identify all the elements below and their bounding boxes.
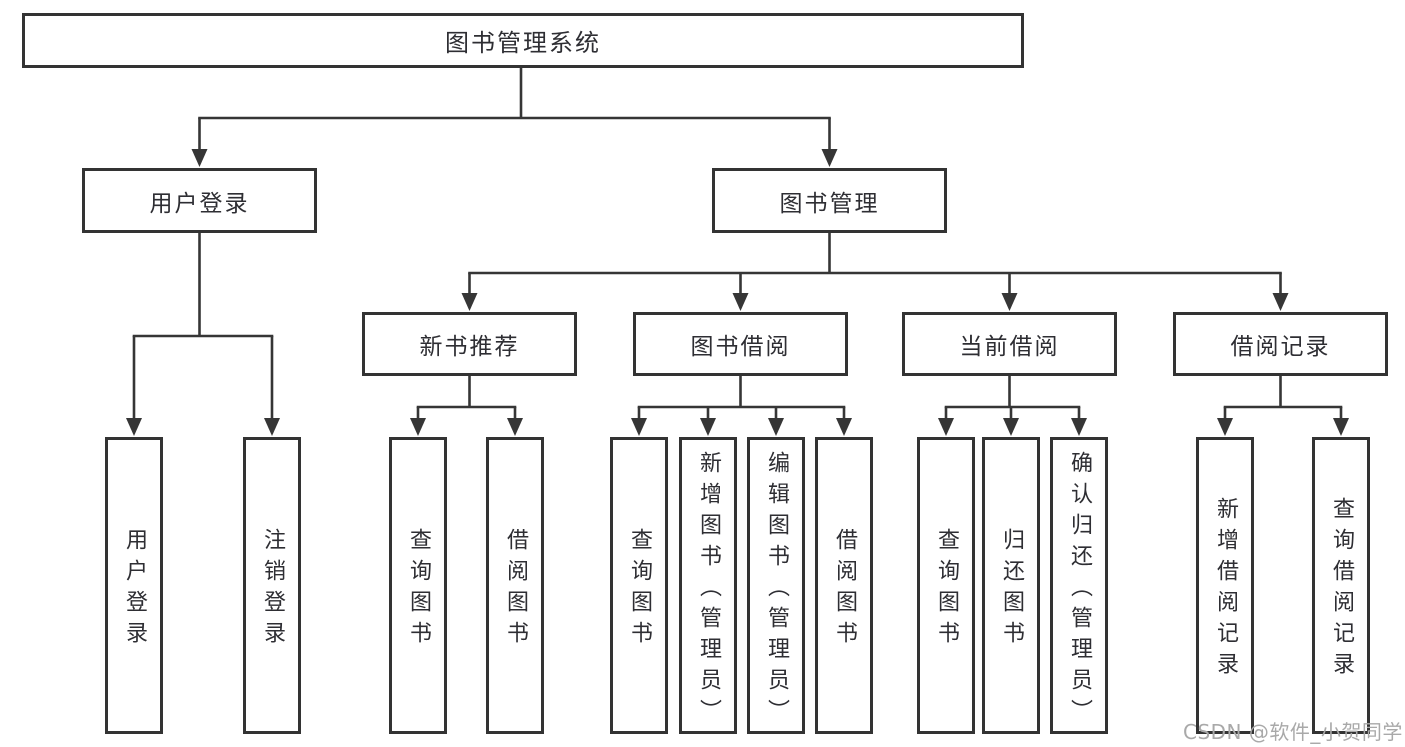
- node-label: 查询借阅记录: [1329, 497, 1354, 683]
- node-label: 新增借阅记录: [1213, 497, 1238, 683]
- leaf-query-borrow-record: 查询借阅记录: [1312, 437, 1370, 734]
- node-label: 借阅图书: [832, 528, 857, 652]
- leaf-edit-books-admin: 编辑图书（管理员）: [747, 437, 805, 734]
- node-label: 编辑图书（管理员）: [764, 450, 789, 730]
- leaf-confirm-return-admin: 确认归还（管理员）: [1050, 437, 1108, 734]
- leaf-return-books: 归还图书: [982, 437, 1040, 734]
- node-label: 查询图书: [627, 528, 652, 652]
- node-book-borrowing: 图书借阅: [633, 312, 848, 376]
- leaf-query-books-recommend: 查询图书: [389, 437, 447, 734]
- node-label: 借阅图书: [503, 528, 528, 652]
- node-label: 图书管理系统: [445, 29, 601, 57]
- node-label: 图书管理: [779, 190, 880, 217]
- node-label: 确认归还（管理员）: [1067, 450, 1092, 730]
- node-new-book-recommend: 新书推荐: [362, 312, 577, 376]
- leaf-user-login: 用户登录: [105, 437, 163, 734]
- leaf-logout: 注销登录: [243, 437, 301, 734]
- leaf-add-borrow-record: 新增借阅记录: [1196, 437, 1254, 734]
- node-label: 查询图书: [406, 528, 431, 652]
- node-label: 借阅记录: [1230, 334, 1331, 360]
- node-user-login: 用户登录: [82, 168, 317, 233]
- node-current-borrowing: 当前借阅: [902, 312, 1117, 376]
- node-label: 用户登录: [149, 190, 250, 217]
- node-label: 当前借阅: [959, 334, 1060, 360]
- node-label: 用户登录: [122, 528, 147, 652]
- csdn-watermark: CSDN @软件_小贺同学: [1183, 720, 1403, 744]
- node-label: 归还图书: [999, 528, 1024, 652]
- node-label: 查询图书: [934, 528, 959, 652]
- leaf-query-books-borrowing: 查询图书: [610, 437, 668, 734]
- node-label: 注销登录: [260, 528, 285, 652]
- node-book-management: 图书管理: [712, 168, 947, 233]
- leaf-borrow-books-recommend: 借阅图书: [486, 437, 544, 734]
- node-label: 新书推荐: [419, 334, 520, 360]
- node-root-library-system: 图书管理系统: [22, 13, 1024, 68]
- node-borrow-records: 借阅记录: [1173, 312, 1388, 376]
- node-label: 新增图书（管理员）: [696, 450, 721, 730]
- leaf-add-books-admin: 新增图书（管理员）: [679, 437, 737, 734]
- node-label: 图书借阅: [690, 334, 791, 360]
- leaf-borrow-books: 借阅图书: [815, 437, 873, 734]
- leaf-query-books-current: 查询图书: [917, 437, 975, 734]
